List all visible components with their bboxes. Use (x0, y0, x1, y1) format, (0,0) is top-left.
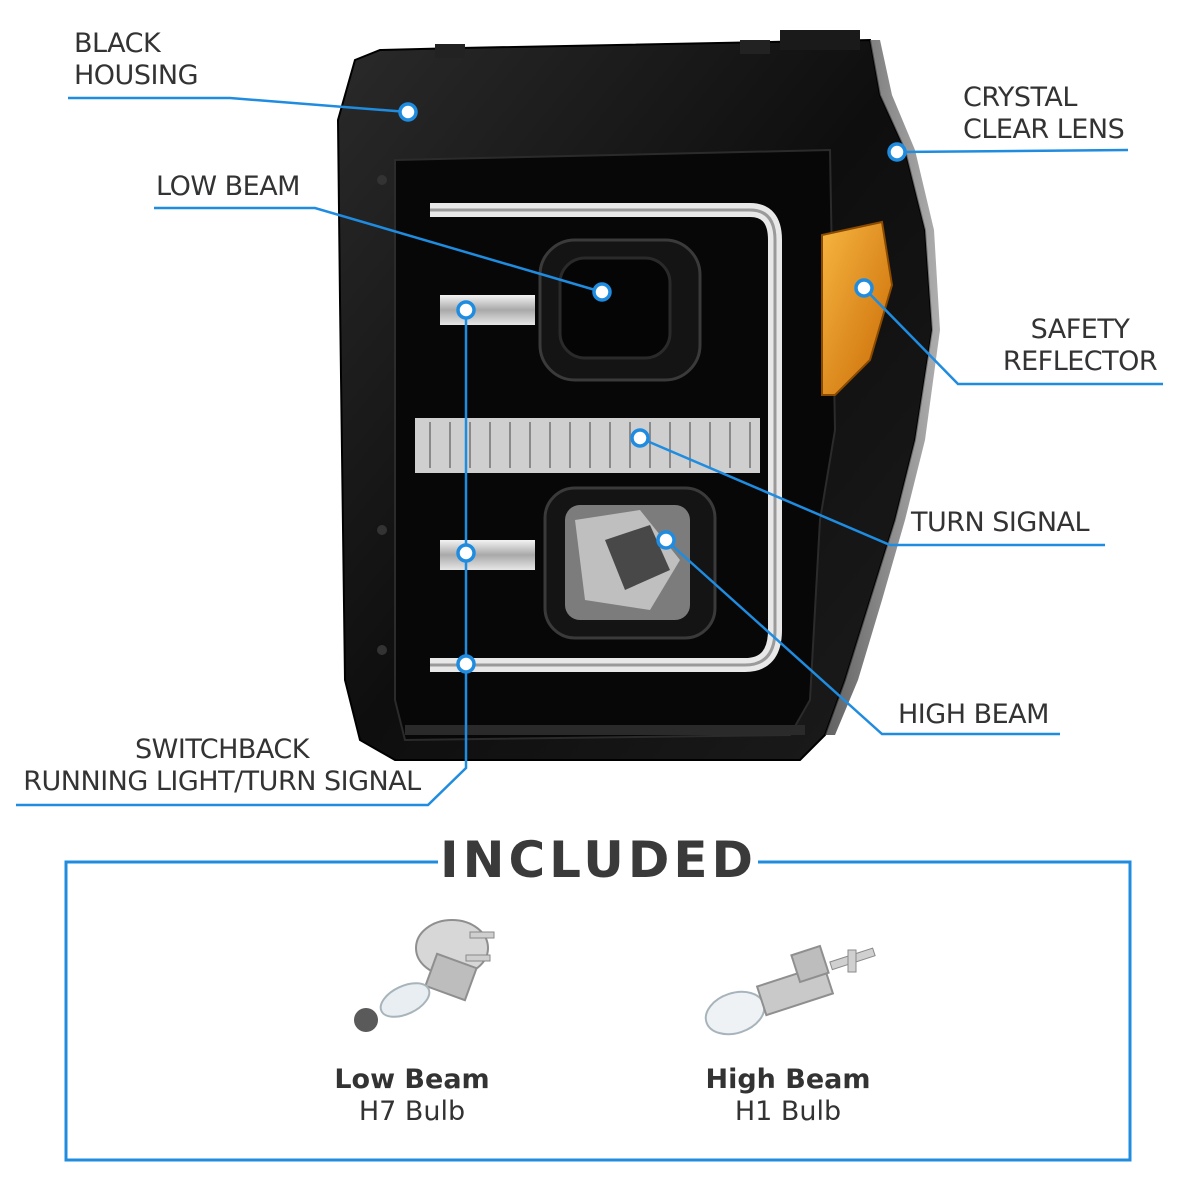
screw (377, 175, 387, 185)
label-high-beam: HIGH BEAM (898, 699, 1049, 731)
label-line: SAFETY (1030, 314, 1130, 345)
switchback-segment (440, 540, 535, 570)
label-line: CLEAR LENS (963, 114, 1125, 145)
included-title: INCLUDED (440, 831, 757, 889)
mount-tab (435, 44, 465, 58)
mount-tab (780, 30, 860, 50)
turn-signal-led-pattern (429, 422, 751, 468)
bulb-name-low-beam: Low Beam (334, 1064, 490, 1095)
bulb-name-high-beam: High Beam (705, 1064, 871, 1095)
low-beam-projector-lens (558, 256, 672, 360)
label-crystal-clear-lens: CRYSTAL CLEAR LENS (963, 82, 1125, 146)
label-line: LOW BEAM (156, 171, 300, 202)
label-line: REFLECTOR (1002, 346, 1158, 377)
label-line: SWITCHBACK (135, 734, 309, 765)
label-safety-reflector: SAFETY REFLECTOR (990, 314, 1170, 378)
label-low-beam: LOW BEAM (156, 171, 300, 203)
h1-bulb-icon (704, 944, 876, 1036)
label-black-housing: BLACK HOUSING (74, 28, 199, 92)
h7-bulb-icon (354, 919, 495, 1032)
callout-lines (16, 96, 1163, 807)
safety-reflector (821, 220, 894, 396)
label-switchback: SWITCHBACK RUNNING LIGHT/TURN SIGNAL (16, 734, 428, 798)
bulb-type-h7: H7 Bulb (358, 1096, 466, 1127)
bulb-type-h1: H1 Bulb (734, 1096, 842, 1127)
label-turn-signal: TURN SIGNAL (911, 507, 1090, 539)
bottom-trim (405, 725, 805, 735)
mount-tab (740, 40, 770, 54)
callout-dots (398, 102, 907, 674)
label-line: RUNNING LIGHT/TURN SIGNAL (23, 766, 421, 797)
label-line: BLACK (74, 28, 161, 59)
crystal-clear-lens-edge (825, 40, 940, 735)
label-line: CRYSTAL (963, 82, 1077, 113)
label-line: TURN SIGNAL (911, 507, 1090, 538)
label-line: HOUSING (74, 60, 199, 91)
screw (377, 645, 387, 655)
label-line: HIGH BEAM (898, 699, 1049, 730)
switchback-segment (440, 295, 535, 325)
screw (377, 525, 387, 535)
included-box (64, 860, 1132, 1162)
